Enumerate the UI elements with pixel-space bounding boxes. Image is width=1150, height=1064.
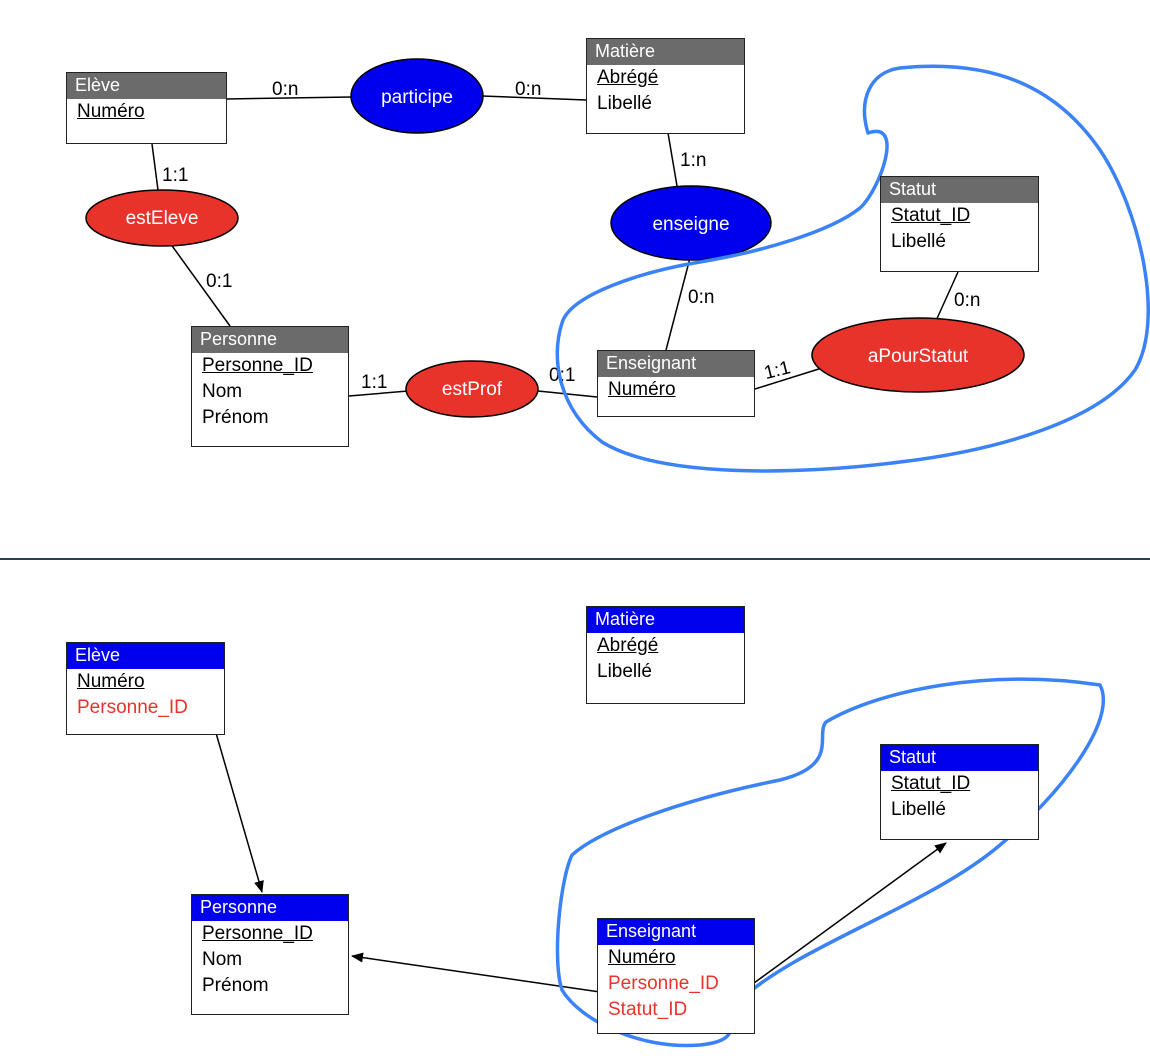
association-estprof-label: estProf — [442, 379, 503, 400]
attribute-pk: Numéro — [608, 947, 676, 968]
association-estprof: estProf — [405, 360, 539, 418]
mld-entity-eleve: Elève Numéro Personne_ID — [66, 642, 225, 735]
association-esteleve-label: estEleve — [126, 208, 199, 229]
link-participe-matiere — [481, 95, 587, 101]
attribute-pk: Personne_ID — [202, 923, 313, 944]
entity-header: Personne — [192, 895, 348, 921]
attribute-pk: Abrégé — [597, 635, 659, 656]
card-enseignant-apourstatut: 1:1 — [762, 357, 793, 384]
card-statut-apourstatut: 0:n — [954, 290, 980, 311]
link-eleve-participe — [225, 96, 353, 100]
entity-header: Matière — [587, 607, 744, 633]
card-matiere-enseigne: 1:n — [680, 150, 706, 171]
attribute: Prénom — [202, 407, 269, 428]
mcd-entity-personne: Personne Personne_ID Nom Prénom — [191, 326, 349, 447]
mcd-entity-enseignant: Enseignant Numéro — [597, 350, 755, 417]
association-participe-label: participe — [381, 87, 453, 108]
card-personne-esteleve: 0:1 — [206, 271, 232, 292]
attribute-fk: Personne_ID — [77, 697, 188, 718]
attribute-pk: Statut_ID — [891, 205, 971, 226]
attribute-fk: Statut_ID — [608, 999, 688, 1020]
attribute: Libellé — [891, 231, 946, 252]
entity-header: Statut — [881, 745, 1038, 771]
attribute-pk: Numéro — [608, 379, 676, 400]
attribute-pk: Numéro — [77, 101, 145, 122]
entity-header: Elève — [67, 643, 224, 669]
mcd-entity-matiere: Matière Abrégé Libellé — [586, 38, 745, 134]
attribute: Nom — [202, 381, 243, 402]
attribute: Nom — [202, 949, 243, 970]
link-esteleve-personne — [169, 242, 231, 327]
link-eleve-esteleve — [151, 143, 159, 191]
link-enseignant-apourstatut — [754, 367, 823, 390]
highlight-outline-mcd — [555, 64, 1150, 473]
association-apourstatut: aPourStatut — [811, 317, 1025, 393]
mcd-links — [151, 95, 959, 398]
entity-header: Matière — [587, 39, 744, 65]
mld-entity-enseignant: Enseignant Numéro Personne_ID Statut_ID — [597, 918, 755, 1034]
fk-eleve-personne-arrow — [211, 709, 264, 893]
entity-header: Enseignant — [598, 919, 754, 945]
link-estprof-enseignant — [537, 390, 598, 398]
association-esteleve: estEleve — [85, 189, 239, 247]
mld-entity-statut: Statut Statut_ID Libellé — [880, 744, 1039, 840]
mcd-entity-eleve: Elève Numéro — [66, 72, 227, 144]
attribute-pk: Numéro — [77, 671, 145, 692]
link-enseigne-enseignant — [665, 257, 691, 351]
card-eleve-participe: 0:n — [272, 79, 298, 100]
attribute: Prénom — [202, 975, 269, 996]
fk-enseignant-personne-arrow — [351, 952, 601, 993]
card-enseignant-enseigne: 0:n — [688, 287, 714, 308]
card-enseignant-estprof: 0:1 — [549, 365, 575, 386]
attribute: Libellé — [597, 93, 652, 114]
attribute-fk: Personne_ID — [608, 973, 719, 994]
attribute: Libellé — [891, 799, 946, 820]
mcd-entity-statut: Statut Statut_ID Libellé — [880, 176, 1039, 272]
entity-header: Statut — [881, 177, 1038, 203]
link-matiere-enseigne — [667, 132, 678, 187]
mld-entity-personne: Personne Personne_ID Nom Prénom — [191, 894, 349, 1015]
association-apourstatut-label: aPourStatut — [868, 346, 969, 367]
card-eleve-esteleve: 1:1 — [162, 165, 188, 186]
card-matiere-participe: 0:n — [515, 79, 541, 100]
entity-header: Personne — [192, 327, 348, 353]
entity-header: Elève — [67, 73, 226, 99]
attribute-pk: Statut_ID — [891, 773, 971, 794]
entity-header: Enseignant — [598, 351, 754, 377]
card-personne-estprof: 1:1 — [361, 372, 387, 393]
attribute-pk: Abrégé — [597, 67, 659, 88]
link-apourstatut-statut — [934, 271, 959, 324]
attribute-pk: Personne_ID — [202, 355, 313, 376]
association-enseigne-label: enseigne — [652, 214, 729, 235]
attribute: Libellé — [597, 661, 652, 682]
association-enseigne: enseigne — [610, 185, 772, 261]
association-participe: participe — [350, 58, 484, 134]
mld-entity-matiere: Matière Abrégé Libellé — [586, 606, 745, 704]
link-personne-estprof — [348, 390, 409, 397]
